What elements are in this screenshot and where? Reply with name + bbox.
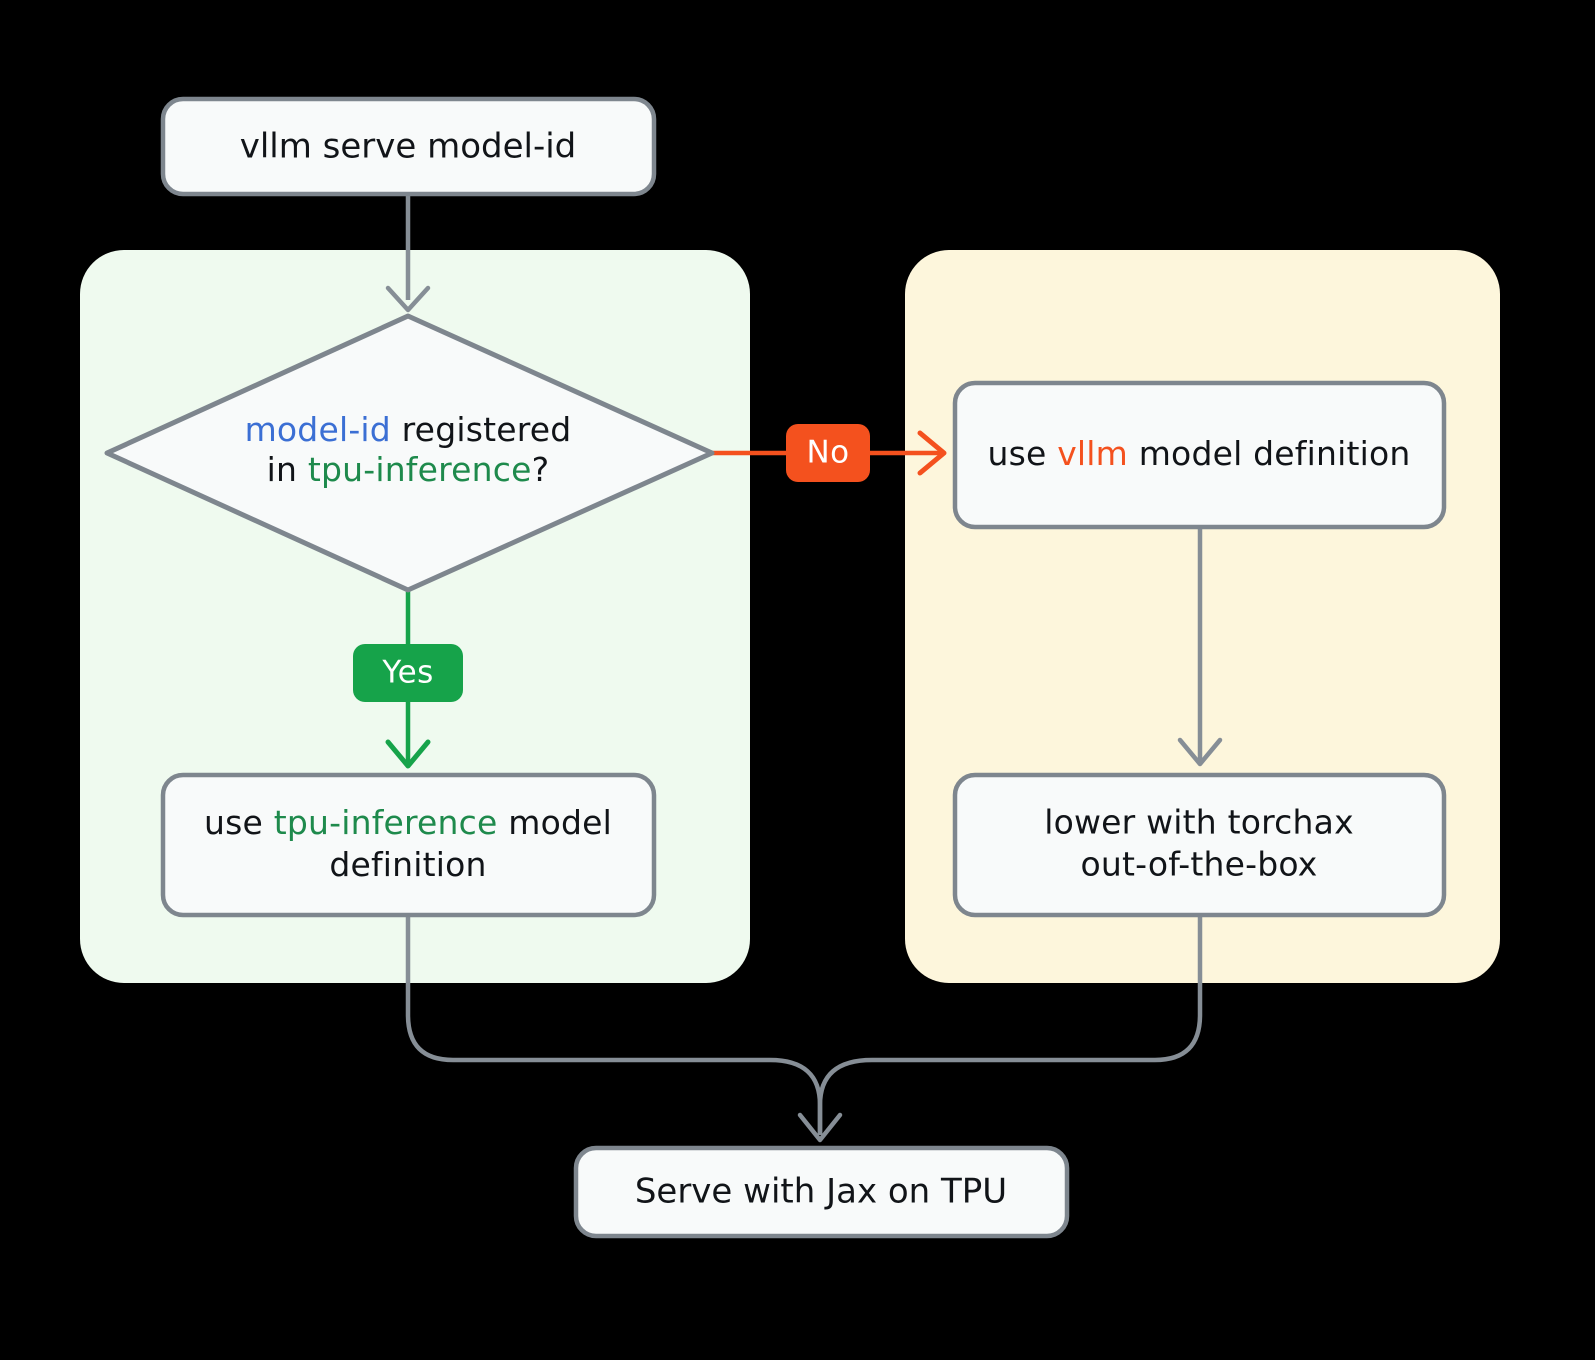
- decision-node-line2: in tpu-inference?: [267, 450, 550, 489]
- vllm-token-vllm: vllm: [1057, 434, 1128, 473]
- decision-token-tpu-inference: tpu-inference: [308, 450, 532, 489]
- tpu-node-line2: definition: [329, 845, 486, 884]
- end-node-label: Serve with Jax on TPU: [635, 1172, 1007, 1212]
- edge-decision-to-tpu-inference: [385, 590, 431, 769]
- tpu-token-definition: definition: [329, 845, 486, 884]
- torchax-node-line2: out-of-the-box: [1081, 845, 1318, 884]
- start-node[interactable]: vllm serve model-id: [160, 96, 657, 197]
- tpu-node-line1: use tpu-inference model: [204, 803, 612, 842]
- yes-badge[interactable]: Yes: [353, 644, 463, 702]
- decision-node-line1: model-id registered: [245, 410, 572, 449]
- vllm-token-use: use: [988, 434, 1058, 473]
- edge-start-to-decision: [385, 196, 431, 313]
- edge-decision-to-vllm: [712, 430, 947, 476]
- edge-tpu-inference-to-end: [405, 915, 823, 1135]
- decision-node[interactable]: model-id registered in tpu-inference?: [104, 313, 715, 593]
- no-badge[interactable]: No: [786, 424, 870, 482]
- tpu-token-use: use: [204, 803, 274, 842]
- torchax-node-line1: lower with torchax: [1044, 803, 1354, 842]
- start-node-label: vllm serve model-id: [240, 127, 577, 167]
- tpu-token-tpu-inference: tpu-inference: [274, 803, 498, 842]
- end-node[interactable]: Serve with Jax on TPU: [573, 1145, 1070, 1239]
- edge-vllm-to-torchax: [1177, 527, 1223, 767]
- edge-torchax-to-end: [797, 915, 1203, 1143]
- vllm-token-model-def: model definition: [1128, 434, 1410, 473]
- decision-token-in: in: [267, 450, 308, 489]
- use-vllm-model-definition-node[interactable]: use vllm model definition: [952, 380, 1447, 530]
- vllm-node-line1: use vllm model definition: [988, 434, 1411, 473]
- yes-badge-label: Yes: [381, 655, 433, 691]
- lower-with-torchax-node[interactable]: lower with torchax out-of-the-box: [952, 772, 1447, 918]
- tpu-token-model: model: [498, 803, 612, 842]
- use-tpu-inference-model-definition-node[interactable]: use tpu-inference model definition: [160, 772, 657, 918]
- decision-token-registered: registered: [391, 410, 571, 449]
- decision-token-model-id: model-id: [245, 410, 391, 449]
- no-badge-label: No: [807, 435, 850, 471]
- decision-token-question: ?: [532, 450, 550, 489]
